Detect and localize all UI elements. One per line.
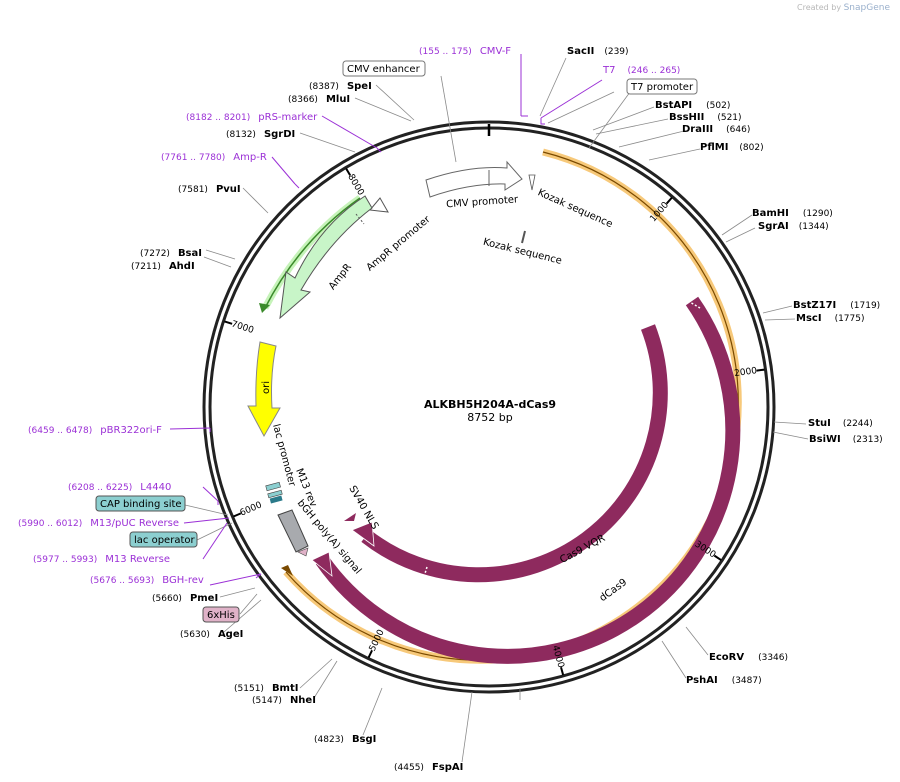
primer-amp-r: (7761 .. 7780)Amp-R: [161, 152, 267, 163]
his-tag-mark: [297, 547, 309, 557]
enzyme-bsai: (7272)BsaI: [140, 248, 202, 259]
enzyme-bsiwi: BsiWI(2313): [809, 434, 883, 445]
ori-label: ori: [261, 381, 272, 394]
cmv-enhancer-box: [342, 60, 426, 77]
enzyme-sacii: SacII(239): [567, 46, 629, 57]
enzyme-bstapi: BstAPI(502): [655, 100, 730, 111]
primer-pbr322ori-f: (6459 .. 6478)pBR322ori-F: [28, 425, 162, 436]
tick-mark-3000: [713, 554, 722, 561]
bgh-polya-feature: [277, 509, 309, 553]
enzyme-pflmi: PflMI(802): [700, 142, 764, 153]
credit-created-by: Created by: [797, 3, 842, 12]
lac-operator-box: [129, 531, 198, 548]
dcas9-arrowhead: [311, 551, 333, 577]
enzyme-draiii: DraIII(646): [682, 124, 750, 135]
ampr-label: AmpR: [327, 262, 354, 292]
plasmid-name: ALKBH5H204A-dCas9: [423, 398, 557, 411]
tick-label-6000: 6000: [239, 500, 264, 518]
ori-feature: [247, 341, 281, 438]
tick-mark-8000: [345, 168, 352, 176]
his-tag-box: [202, 606, 240, 623]
enzyme-bstz17i: BstZ17I(1719): [793, 300, 880, 311]
enzyme-stui: StuI(2244): [808, 418, 873, 429]
dcas9-arc: [315, 296, 741, 664]
lac-promoter-label: lac promoter: [270, 423, 297, 489]
t7-promoter-label: T7 promoter: [630, 82, 694, 93]
ampr-line-arrow: [259, 303, 270, 313]
tick-label-7000: 7000: [230, 319, 255, 336]
enzyme-pshai: PshAI(3487): [686, 675, 762, 686]
primer-m13-puc-reverse: (5990 .. 6012)M13/pUC Reverse: [18, 518, 179, 529]
tick-mark-4000: [560, 666, 565, 676]
snapgene-logo-text: SnapGene: [843, 3, 890, 13]
tick-label-2000: 2000: [734, 366, 758, 379]
tick-mark-5000: [367, 649, 373, 659]
enzyme-bsshii: BssHII(521): [669, 112, 742, 123]
cmv-promoter-label: CMV promoter: [446, 194, 520, 210]
m13-rev-mark: [269, 495, 283, 504]
kozak-sequence-label-1: Kozak sequence: [536, 187, 614, 230]
ampr-line: [264, 197, 361, 309]
snapgene-credit: Created by SnapGene: [797, 3, 890, 13]
cap-binding-site-label: CAP binding site: [100, 499, 182, 510]
dcas9-label: dCas9: [598, 577, 630, 604]
enzyme-fspai: (4455)FspAI: [394, 762, 463, 773]
enzyme-sgrai: SgrAI(1344): [758, 221, 829, 232]
kozak-mark-2: [521, 230, 526, 244]
enzyme-bamhi: BamHI(1290): [752, 208, 833, 219]
lac-operator-label: lac operator: [134, 535, 195, 546]
plasmid-size: 8752 bp: [467, 411, 513, 424]
cap-binding-mark: [265, 481, 281, 492]
cmv-enhancer-label: CMV enhancer: [347, 64, 421, 75]
primer-m13-reverse: (5977 .. 5993)M13 Reverse: [33, 554, 170, 565]
cas9-vqr-arc: [361, 324, 668, 583]
enzyme-nhei: (5147)NheI: [252, 695, 316, 706]
ampr-promoter-label: AmpR promoter: [365, 214, 434, 274]
backbone-outer-ring: [202, 120, 776, 694]
enzyme-pvui: (7581)PvuI: [178, 184, 241, 195]
sv40-nls-label: SV40 NLS: [346, 484, 380, 532]
tick-label-8000: 8000: [345, 173, 365, 198]
enzyme-ahdi: (7211)AhdI: [131, 261, 195, 272]
enzyme-msci: MscI(1775): [796, 313, 865, 324]
ampr-promoter-feature: [369, 197, 389, 213]
cap-binding-site-box: [95, 495, 186, 512]
lac-operator-mark: [267, 489, 283, 499]
ampr-feature: [279, 195, 373, 320]
enzyme-mlui: (8366)MluI: [288, 94, 350, 105]
cas9-vqr-arrowhead: [351, 521, 375, 547]
primer-cmv-f: (155 .. 175)CMV-F: [419, 46, 511, 57]
t7-promoter-box: [626, 78, 698, 95]
primer-bgh-rev: (5676 .. 5693)BGH-rev: [90, 575, 204, 586]
primer-prs-marker: (8182 .. 8201)pRS-marker: [186, 112, 318, 123]
tick-mark-7000: [224, 320, 233, 325]
tick-mark-6000: [233, 512, 242, 518]
enzyme-bsgi: (4823)BsgI: [314, 734, 376, 745]
primer-t7: T7(246 .. 265): [602, 65, 680, 76]
dcas9-dash-1: [544, 621, 548, 638]
sv40-nls-feature: [344, 513, 356, 521]
cmv-promoter-feature: [425, 160, 523, 198]
enzyme-pmei: (5660)PmeI: [152, 593, 218, 604]
tick-mark-1000: [665, 196, 673, 205]
enzyme-agei: (5630)AgeI: [180, 629, 243, 640]
tick-mark-2000: [756, 368, 765, 372]
his-tag-label: 6xHis: [207, 610, 235, 621]
kozak-mark-1: [528, 174, 536, 191]
enzyme-bmti: (5151)BmtI: [234, 683, 298, 694]
leader-lines: [184, 57, 809, 763]
orf-arrowhead: [281, 565, 293, 576]
primer-leaders: [169, 54, 603, 586]
enzyme-spei: (8387)SpeI: [309, 81, 372, 92]
enzyme-sgrdi: (8132)SgrDI: [226, 129, 295, 140]
enzyme-ecorv: EcoRV(3346): [709, 652, 788, 663]
primer-l4440: (6208 .. 6225)L4440: [68, 482, 171, 493]
